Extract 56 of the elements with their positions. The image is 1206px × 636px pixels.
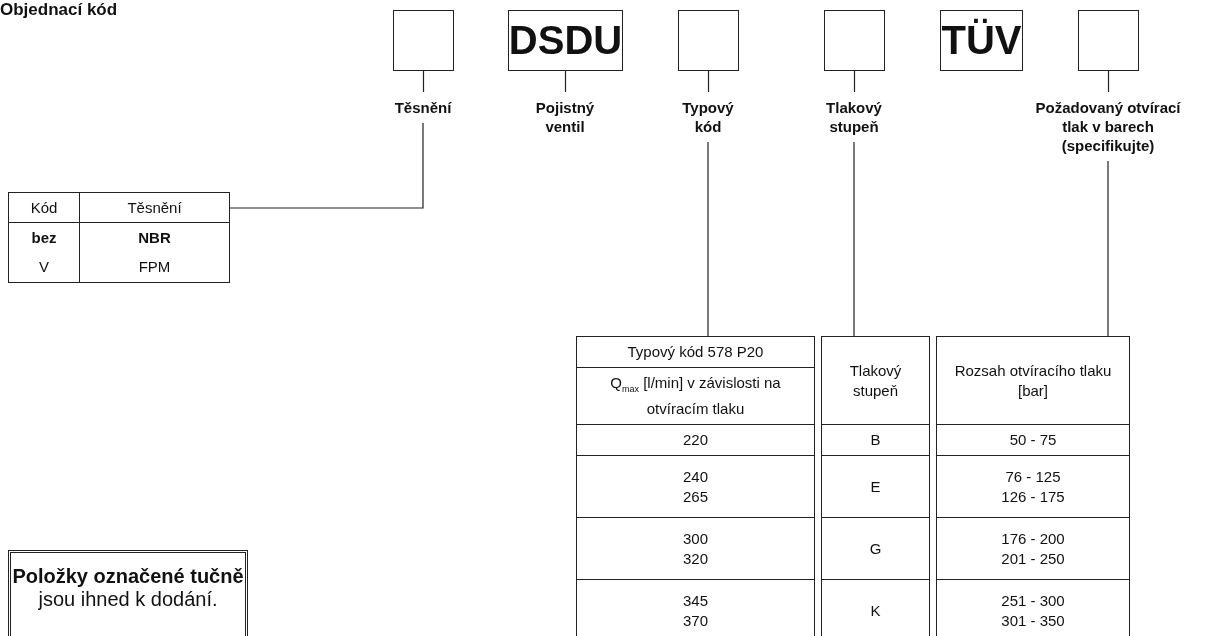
table-cell-text: 220 (683, 430, 708, 450)
diagram-title: Objednací kód (0, 0, 118, 20)
table-cell-text: Těsnění (127, 197, 182, 218)
field-caption: Požadovaný otvírací tlak v barech (specifikujte) (1023, 98, 1193, 155)
table-cell-text: 50 - 75 (1009, 430, 1057, 450)
table-cell-text: 320 (683, 548, 708, 569)
field-caption: Pojistný ventil (525, 98, 605, 136)
table-cell-text: bez (31, 227, 57, 248)
table-cell-text: Rozsah otvíracího tlaku [bar] (953, 360, 1113, 401)
table-cell-text: K (870, 600, 881, 621)
table-cell-text: Q$_{max}$ [l/min] v závislosti na otvíracím tlaku (609, 373, 782, 419)
table-cell-text: 345 (683, 590, 708, 611)
connector-line (564, 70, 567, 93)
table-cell-text: 126 - 175 (1001, 486, 1065, 507)
code-box: TÜV (940, 10, 1023, 71)
table (936, 336, 1130, 636)
table-cell-text: E (870, 476, 881, 497)
table-cell-text: Kód (30, 197, 58, 218)
table-cell-text: Tlakový stupeň (848, 360, 903, 401)
connector-line (1107, 160, 1109, 337)
note-text: jsou ihned k dodání. (37, 588, 219, 611)
table-cell-text: 176 - 200 (1001, 528, 1065, 549)
note-box (8, 550, 248, 636)
table-cell-text: 76 - 125 (1005, 466, 1061, 487)
note-text: Položky označené tučně (11, 565, 245, 588)
field-caption: Tlakový stupeň (814, 98, 894, 136)
table-cell-text: V (39, 257, 49, 277)
connector-line (707, 141, 709, 337)
table-cell-text: FPM (138, 257, 171, 277)
table-cell-text: 370 (683, 610, 708, 631)
table (821, 336, 930, 636)
connector-line (853, 141, 855, 337)
table-cell-text: 265 (683, 486, 708, 507)
empty-code-box (393, 10, 454, 71)
connector-line (707, 70, 710, 93)
table-cell-text: 240 (683, 466, 708, 487)
empty-code-box (824, 10, 885, 71)
table-cell-text: 300 (683, 528, 708, 549)
table (576, 336, 815, 636)
table-cell-text: NBR (138, 227, 171, 248)
connector-line (1107, 70, 1110, 93)
field-caption: Typový kód (673, 98, 743, 136)
connector-line (853, 70, 856, 93)
table (8, 192, 230, 283)
table-cell-text: 201 - 250 (1001, 548, 1065, 569)
connector-line (422, 70, 425, 93)
empty-code-box (678, 10, 739, 71)
table-cell-text: B (870, 430, 881, 450)
connector-line (229, 122, 424, 209)
table-cell-text: 251 - 300 (1001, 590, 1065, 611)
empty-code-box (1078, 10, 1139, 71)
table-cell-text: G (869, 538, 882, 559)
table-cell-text: 301 - 350 (1001, 610, 1065, 631)
field-caption: Těsnění (383, 98, 463, 117)
code-box: DSDU (508, 10, 623, 71)
table-cell-text: Typový kód 578 P20 (627, 342, 764, 362)
